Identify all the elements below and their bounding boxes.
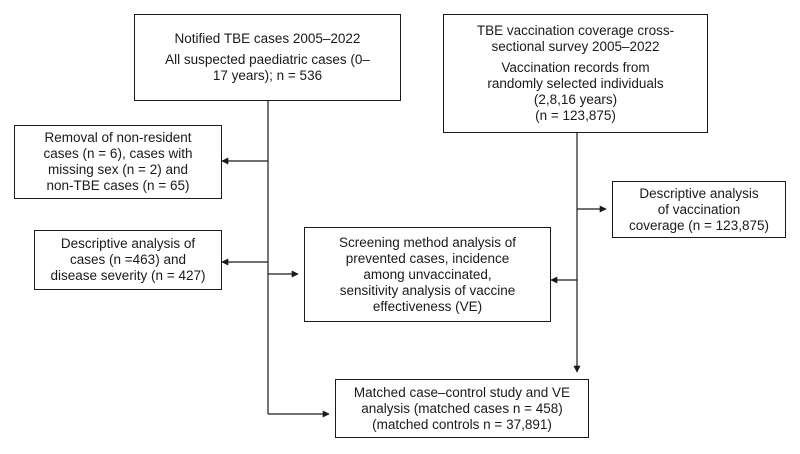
- notified-cases-line-1: All suspected paediatric cases (0–: [165, 52, 370, 67]
- survey-line-1: Vaccination records from: [501, 60, 650, 75]
- matched-line-2: analysis (matched cases n = 458): [361, 400, 563, 416]
- notified-cases-box: Notified TBE cases 2005–2022 All suspect…: [134, 14, 401, 101]
- descriptive-coverage-line-1: Descriptive analysis: [639, 185, 759, 201]
- removal-line-3: missing sex (n = 2) and: [48, 162, 188, 177]
- screening-line-3: among unvaccinated,: [363, 266, 492, 282]
- screening-method-box: Screening method analysis of prevented c…: [304, 227, 551, 322]
- descriptive-cases-line-2: cases (n =463) and: [70, 252, 186, 267]
- removal-box: Removal of non-resident cases (n = 6), c…: [14, 125, 222, 199]
- vaccination-survey-box: TBE vaccination coverage cross- sectiona…: [443, 14, 708, 133]
- screening-line-2: prevented cases, incidence: [345, 250, 510, 266]
- survey-line-3: (2,8,16 years): [533, 92, 618, 107]
- removal-line-4: non-TBE cases (n = 65): [46, 178, 190, 193]
- matched-line-1: Matched case–control study and VE: [353, 384, 571, 400]
- survey-heading-line-2: sectional survey 2005–2022: [491, 39, 660, 54]
- descriptive-coverage-line-3: coverage (n = 123,875): [629, 217, 769, 233]
- survey-heading-line-1: TBE vaccination coverage cross-: [476, 23, 675, 38]
- survey-line-2: randomly selected individuals: [487, 76, 664, 91]
- notified-cases-heading: Notified TBE cases 2005–2022: [174, 31, 361, 46]
- descriptive-cases-line-1: Descriptive analysis of: [60, 236, 196, 251]
- removal-line-2: cases (n = 6), cases with: [43, 146, 193, 161]
- descriptive-coverage-box: Descriptive analysis of vaccination cove…: [612, 181, 786, 238]
- removal-line-1: Removal of non-resident: [44, 130, 192, 145]
- matched-case-control-box: Matched case–control study and VE analys…: [335, 379, 589, 438]
- descriptive-cases-box: Descriptive analysis of cases (n =463) a…: [34, 230, 222, 290]
- descriptive-coverage-line-2: of vaccination: [657, 201, 741, 217]
- screening-line-1: Screening method analysis of: [338, 234, 517, 250]
- screening-line-4: sensitivity analysis of vaccine: [339, 282, 516, 298]
- survey-line-4: (n = 123,875): [535, 108, 616, 123]
- notified-cases-line-2: 17 years); n = 536: [212, 68, 323, 83]
- screening-line-5: effectiveness (VE): [372, 298, 483, 314]
- matched-line-3: (matched controls n = 37,891): [372, 416, 552, 432]
- descriptive-cases-line-3: disease severity (n = 427): [50, 268, 206, 283]
